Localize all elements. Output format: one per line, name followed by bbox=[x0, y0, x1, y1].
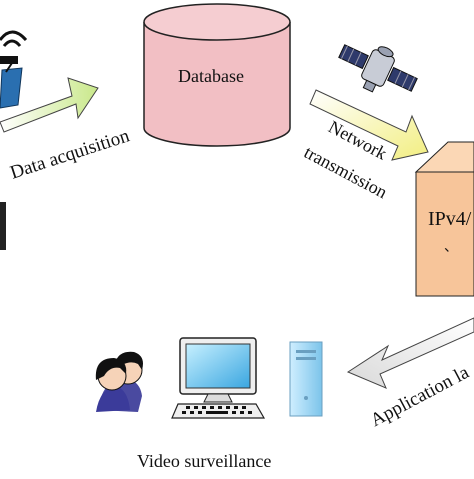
protocol-box bbox=[414, 141, 474, 297]
edge-device-icon bbox=[0, 202, 6, 250]
keyboard-icon bbox=[171, 403, 266, 419]
antenna-icon bbox=[0, 30, 28, 109]
video-surveillance-label: Video surveillance bbox=[137, 451, 272, 471]
database-cylinder bbox=[143, 3, 291, 147]
monitor-icon bbox=[179, 337, 257, 403]
network-transmission-arrow bbox=[309, 89, 429, 161]
satellite-icon bbox=[338, 44, 418, 93]
data-acquisition-arrow bbox=[0, 77, 99, 133]
protocol-box-label: IPv4/ bbox=[428, 208, 472, 230]
protocol-box-sublabel: 、 bbox=[444, 240, 458, 255]
people-icon bbox=[95, 351, 143, 412]
computer-tower-icon bbox=[289, 341, 323, 417]
database-label: Database bbox=[178, 66, 244, 86]
application-layer-arrow bbox=[346, 317, 474, 389]
